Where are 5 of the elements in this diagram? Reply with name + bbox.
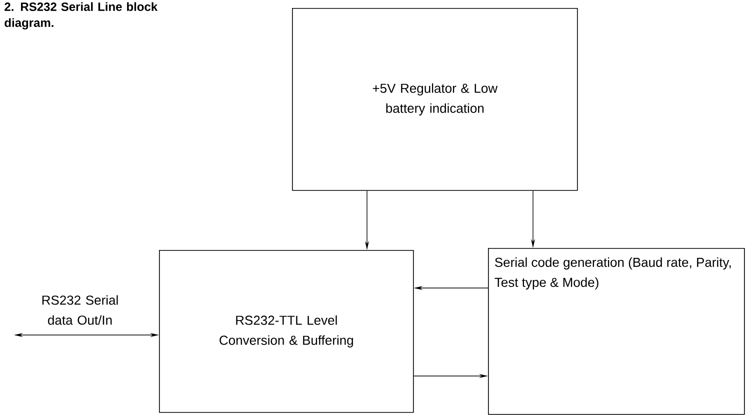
caption: 2. RS232 Serial Line block diagram. (4, 2, 158, 30)
block-box: +5V Regulator & Low battery indication (292, 8, 578, 191)
block-box: Serial code generation (Baud rate, Parity, Test type & Mode) (488, 248, 745, 415)
block-box: RS232-TTL Level Conversion & Buffering (159, 250, 414, 413)
edge-label: RS232 Serial data Out/In (42, 295, 118, 325)
